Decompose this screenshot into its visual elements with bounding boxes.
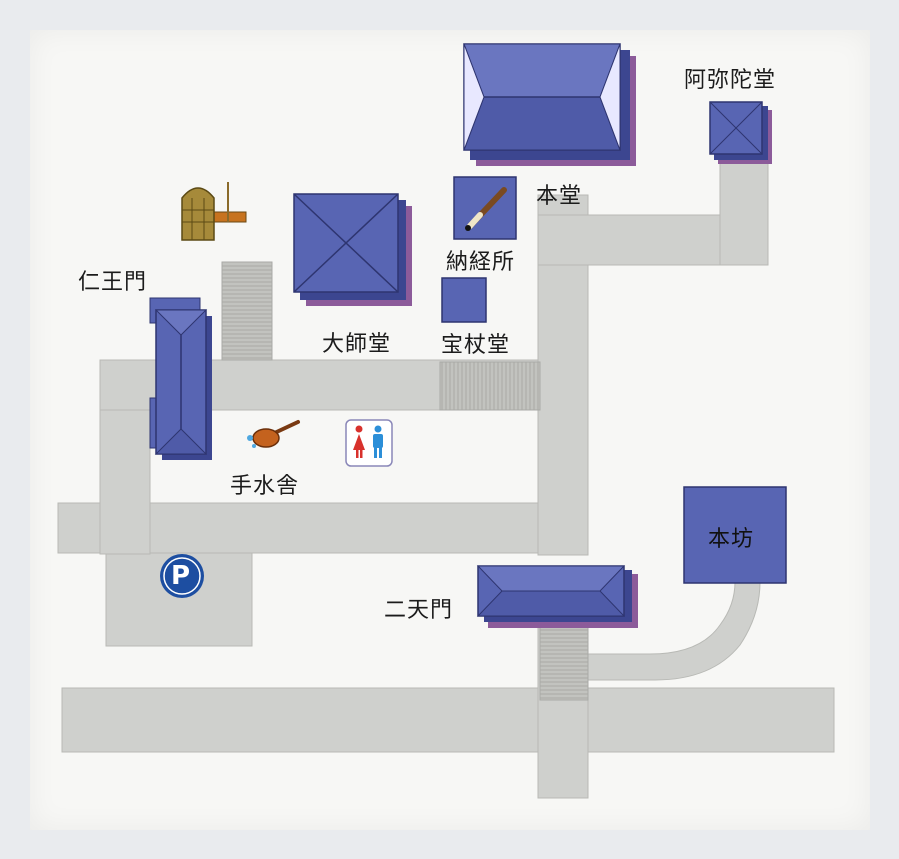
building-amida[interactable]: [709, 101, 772, 164]
steps-hondo: [439, 361, 541, 411]
steps-nitenmon: [539, 619, 589, 701]
steps-bell: [221, 261, 273, 361]
building-hombo[interactable]: [683, 486, 787, 584]
label-hombo: 本坊: [708, 527, 755, 552]
label-niomon: 仁王門: [78, 270, 148, 295]
label-temizuya: 手水舎: [230, 474, 300, 499]
ladle-icon: [247, 420, 300, 448]
brush-icon: [465, 187, 507, 231]
bell-tower-icon: [181, 182, 247, 241]
label-amida: 阿弥陀堂: [684, 68, 777, 93]
building-daishido[interactable]: [293, 193, 412, 306]
building-nitenmon[interactable]: [476, 565, 638, 628]
label-hojodo: 宝杖堂: [441, 333, 511, 358]
building-nokyosho[interactable]: [453, 176, 517, 240]
path-to-amida-v: [719, 159, 769, 266]
paths: [57, 159, 835, 799]
label-daishido: 大師堂: [322, 332, 392, 357]
building-niomon[interactable]: [149, 297, 212, 460]
path-bottom-road: [61, 687, 835, 753]
restroom-icon: [345, 419, 393, 467]
parking-letter: P: [171, 561, 191, 591]
parking-icon: [160, 554, 204, 598]
building-hojodo[interactable]: [441, 277, 487, 323]
building-hondo[interactable]: [463, 43, 636, 166]
label-nokyosho: 納経所: [446, 250, 516, 275]
label-nitenmon: 二天門: [384, 598, 454, 623]
label-hondo: 本堂: [536, 184, 583, 209]
